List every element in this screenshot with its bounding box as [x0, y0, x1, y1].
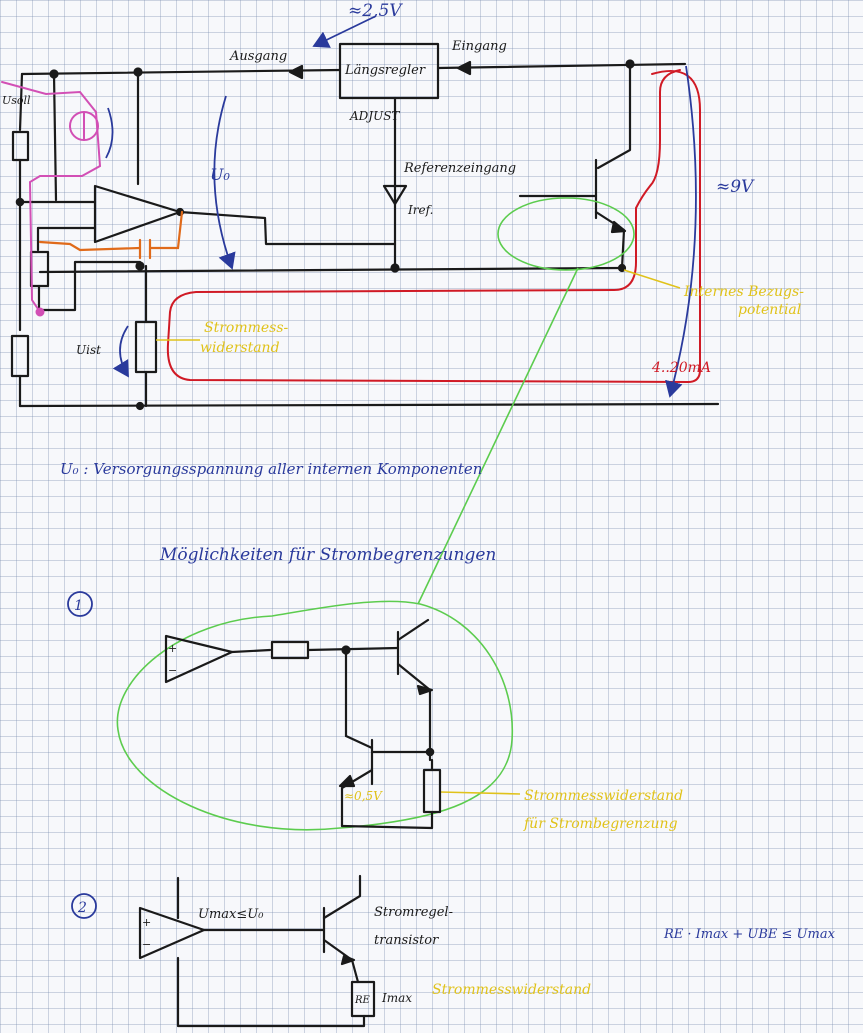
vbe-label: ≈0,5V	[344, 789, 383, 803]
q3-collector	[322, 874, 362, 920]
capacitor-feedback	[38, 210, 184, 260]
q2-collector	[344, 734, 374, 750]
shunt-label-2: widerstand	[200, 340, 280, 356]
option1-number: 1	[74, 598, 83, 614]
option1-circuit	[164, 618, 442, 830]
internal-ref-label-1: Internes Bezugs-	[683, 284, 804, 300]
shunt2-label: Strommesswiderstand	[432, 982, 591, 998]
ausgang-arrow	[288, 64, 304, 80]
adjust-label: ADJUST	[349, 109, 400, 123]
ausgang-label: Ausgang	[229, 49, 287, 64]
base-resistor	[270, 640, 310, 660]
divider-wire	[18, 72, 24, 132]
q3-emitter-arrow	[340, 954, 356, 966]
reference-input-label: Referenzeingang	[403, 161, 516, 176]
opamp1-plus: +	[168, 642, 177, 655]
resistor-mid	[29, 250, 50, 288]
limit-resistor	[422, 768, 442, 814]
opamp2	[138, 906, 206, 960]
formula-label: RE · Imax + UBE ≤ Umax	[663, 927, 836, 942]
imax-label: Imax	[381, 991, 412, 1005]
option2-return	[176, 956, 366, 1028]
u-soll-label: Usoll	[2, 94, 31, 107]
i-ref-label: Iref.	[407, 203, 433, 217]
top-circuit	[10, 42, 720, 411]
top-rail-left	[20, 68, 342, 76]
q2-emitter-arrow	[338, 774, 356, 788]
transistor-emitter	[594, 210, 626, 270]
q1-emitter-arrow	[416, 684, 434, 696]
opamp1-out	[230, 648, 272, 654]
opamp2-minus: −	[142, 938, 151, 951]
transistor-collector-wire	[596, 62, 632, 170]
regulator-label: Längsregler	[344, 63, 426, 78]
option2-circuit	[138, 874, 376, 1028]
green-highlight	[116, 197, 635, 831]
node-dot	[135, 261, 145, 271]
regulator-box	[338, 42, 440, 100]
eingang-arrow	[456, 60, 472, 76]
resistor-top	[11, 130, 30, 162]
feedback-wire	[37, 260, 142, 312]
shunt-limit-label-1: Strommesswiderstand	[524, 788, 683, 804]
node-dot	[425, 747, 435, 757]
opamp-top	[93, 184, 182, 244]
top-rail-right	[436, 62, 687, 70]
q1-collector	[396, 618, 430, 642]
uist-arrow	[112, 325, 129, 378]
internal-ref-rail	[38, 266, 622, 274]
shunt-label-1: Strommess-	[204, 320, 289, 336]
shunt-resistor	[134, 320, 158, 374]
loop-arrow	[105, 107, 114, 159]
limit-wire	[340, 758, 434, 830]
shunt-limit-label-2: für Strombegrenzung	[523, 816, 678, 832]
option2-marker	[71, 893, 97, 919]
yellow-leaders	[156, 269, 681, 795]
eingang-label: Eingang	[451, 39, 507, 54]
node-dot	[617, 263, 627, 273]
u-ist-label: Uist	[76, 343, 101, 357]
u0-label: U₀	[210, 165, 230, 184]
opamp1-minus: −	[168, 664, 177, 677]
nine-volt-arrow	[665, 65, 697, 398]
labels: ≈2,5V Ausgang Eingang Längsregler ADJUST…	[2, 1, 836, 1006]
base-wire	[306, 646, 400, 652]
internal-ref-label-2: potential	[738, 302, 801, 318]
transistor-label-2: transistor	[374, 933, 439, 948]
loop-current-label: 4..20mA	[651, 360, 711, 376]
options-title: Möglichkeiten für Strombegrenzungen	[159, 545, 496, 565]
opamp-output	[178, 210, 397, 246]
supply-wire	[52, 72, 58, 202]
re-label: RE	[354, 995, 371, 1006]
opamp2-plus: +	[142, 916, 151, 929]
emitter-arrow	[610, 220, 627, 234]
resistor-bottom	[10, 334, 30, 378]
top-voltage-label: ≈2,5V	[348, 1, 403, 21]
u0-arrow	[213, 95, 236, 270]
transistor-label-1: Stromregel-	[374, 905, 453, 920]
q2-emitter	[340, 768, 374, 828]
option2-number: 2	[77, 900, 87, 916]
umax-label: Umax≤U₀	[198, 907, 264, 922]
current-loop-path	[166, 69, 701, 384]
top-voltage-arrow	[312, 15, 377, 48]
supply-note: U₀ : Versorgungsspannung aller internen …	[60, 460, 482, 478]
blue-annotations	[105, 15, 697, 398]
nine-volt-label: ≈9V	[716, 177, 755, 197]
bottom-rail	[18, 402, 720, 408]
option1-marker	[67, 591, 93, 617]
ref-arrow	[382, 184, 408, 206]
opamp1	[164, 634, 234, 684]
pink-sense-loop	[1, 81, 102, 317]
q1-emitter	[396, 662, 432, 762]
